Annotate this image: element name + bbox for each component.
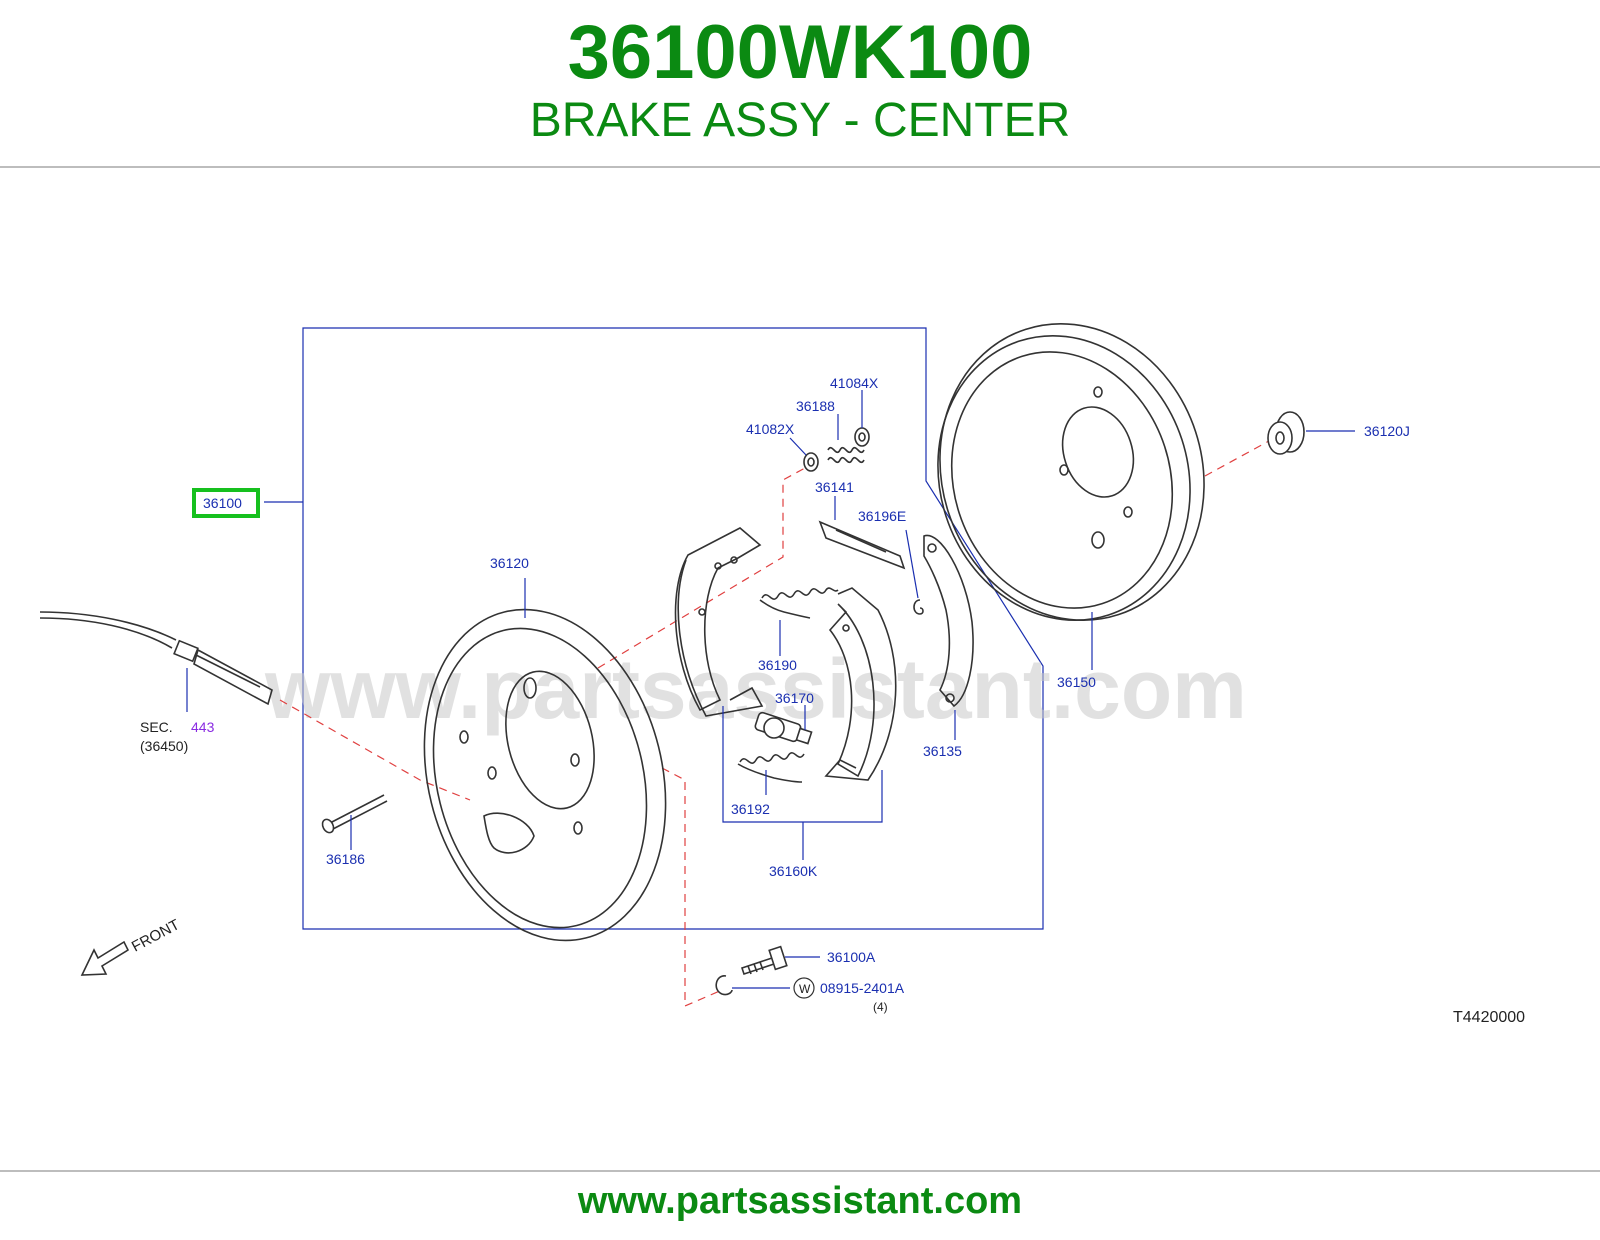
brake-shoe-left [674, 527, 764, 717]
front-label: FRONT [129, 916, 183, 955]
callout-36150[interactable]: 36150 [1057, 674, 1096, 690]
strut-plate [818, 520, 906, 570]
mounting-bolt [740, 945, 788, 976]
callout-36141[interactable]: 36141 [815, 479, 854, 495]
washer-41084x [854, 427, 870, 447]
callout-36196e[interactable]: 36196E [858, 508, 906, 524]
return-spring-lower [737, 752, 805, 783]
hold-down-pin [321, 794, 388, 834]
footer-divider [0, 1170, 1600, 1172]
lower-alignment-line [661, 767, 723, 1007]
adjuster-assembly [754, 711, 813, 745]
return-spring-upper [759, 587, 839, 619]
callout-36120[interactable]: 36120 [490, 555, 529, 571]
upper-alignment-line [597, 467, 806, 669]
callout-36160k[interactable]: 36160K [769, 863, 818, 879]
quantity-note: (4) [873, 1000, 888, 1014]
drawing-code: T4420000 [1453, 1009, 1525, 1026]
callout-41084x[interactable]: 41084X [830, 375, 879, 391]
rubber-plug [1267, 411, 1305, 455]
brake-shoe-right [824, 587, 897, 781]
callout-08915-2401a[interactable]: 08915-2401A [820, 980, 905, 996]
footer-website-link[interactable]: www.partsassistant.com [577, 1180, 1023, 1222]
callout-41082x[interactable]: 41082X [746, 421, 795, 437]
cable-alignment-line [279, 699, 471, 801]
parking-brake-cable [39, 611, 273, 706]
callout-36190[interactable]: 36190 [758, 657, 797, 673]
header-divider [0, 166, 1600, 168]
plug-alignment-line [1204, 435, 1279, 477]
leader-36196e [905, 529, 919, 599]
front-arrow [80, 940, 130, 976]
callout-36188[interactable]: 36188 [796, 398, 835, 414]
leader-41082x [789, 437, 807, 456]
callout-36170[interactable]: 36170 [775, 690, 814, 706]
backing-plate [423, 608, 667, 942]
callout-36186[interactable]: 36186 [326, 851, 365, 867]
callout-36135[interactable]: 36135 [923, 743, 962, 759]
watermark: www.partsassistant.com [264, 642, 1247, 736]
part-description: BRAKE ASSY - CENTER [529, 94, 1071, 147]
washer-41082x [803, 452, 819, 472]
parking-lever [923, 534, 974, 708]
page-header: 36100WK100 BRAKE ASSY - CENTER [0, 0, 1600, 168]
callout-36192[interactable]: 36192 [731, 801, 770, 817]
callout-36120j[interactable]: 36120J [1364, 423, 1410, 439]
callout-36100a[interactable]: 36100A [827, 949, 876, 965]
coil-spring-36188 [827, 446, 865, 464]
assembly-frame [302, 327, 1044, 930]
sec-prefix: SEC. [140, 719, 173, 735]
highlight-box [192, 488, 260, 518]
lock-washer [715, 975, 733, 996]
sec-number-link[interactable]: 443 [191, 719, 215, 735]
part-number-title: 36100WK100 [567, 10, 1033, 95]
callout-36100[interactable]: 36100 [203, 495, 242, 511]
sec-reference: (36450) [140, 738, 188, 754]
brake-drum [937, 322, 1205, 622]
washer-mark-letter: W [799, 982, 811, 996]
washer-mark-circle [793, 977, 815, 999]
clip-36196e [913, 599, 924, 615]
